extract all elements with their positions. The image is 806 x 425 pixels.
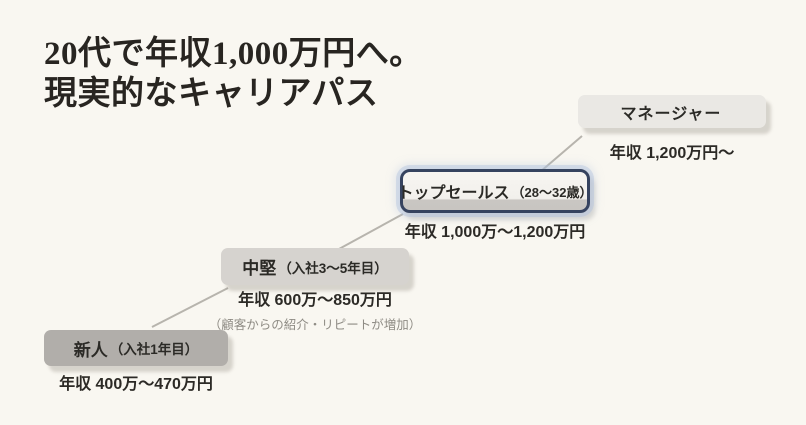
connector-line-2 xyxy=(338,213,404,250)
step-box-top-sales-highlighted: トップセールス （28〜32歳） xyxy=(397,169,593,213)
career-step-manager: マネージャー 年収 1,200万円〜 xyxy=(542,95,802,164)
slide-title-line-1: 20代で年収1,000万円へ。 xyxy=(44,36,423,72)
step-sublabel: （入社3〜5年目） xyxy=(278,260,388,276)
slide-title-line-2: 現実的なキャリアパス xyxy=(44,76,379,112)
career-step-top-sales: トップセールス （28〜32歳） 年収 1,000万〜1,200万円 xyxy=(365,169,625,243)
step-label: マネージャー xyxy=(620,105,722,123)
step-salary: 年収 600万〜850万円 xyxy=(238,292,392,309)
step-salary: 年収 1,000万〜1,200万円 xyxy=(404,224,586,241)
step-salary: 年収 1,200万円〜 xyxy=(609,145,735,162)
career-step-rookie: 新人 （入社1年目） 年収 400万〜470万円 xyxy=(6,330,266,395)
step-sublabel: （入社1年目） xyxy=(109,342,199,357)
step-label: トップセールス xyxy=(397,185,510,202)
step-sublabel: （28〜32歳） xyxy=(511,184,593,200)
step-note: （顧客からの紹介・リピートが増加） xyxy=(208,318,422,332)
step-label: 中堅 xyxy=(242,259,277,278)
connector-line-1 xyxy=(151,287,229,328)
slide-title: 20代で年収1,000万円へ。 現実的なキャリアパス xyxy=(44,34,423,114)
step-salary: 年収 400万〜470万円 xyxy=(59,376,213,393)
step-box-rookie: 新人 （入社1年目） xyxy=(44,330,228,366)
career-step-midlevel: 中堅 （入社3〜5年目） 年収 600万〜850万円 （顧客からの紹介・リピート… xyxy=(185,248,445,333)
step-box-midlevel: 中堅 （入社3〜5年目） xyxy=(221,248,409,285)
step-box-manager: マネージャー xyxy=(578,95,766,128)
connector-line-3 xyxy=(539,135,583,173)
step-label: 新人 xyxy=(73,340,108,360)
